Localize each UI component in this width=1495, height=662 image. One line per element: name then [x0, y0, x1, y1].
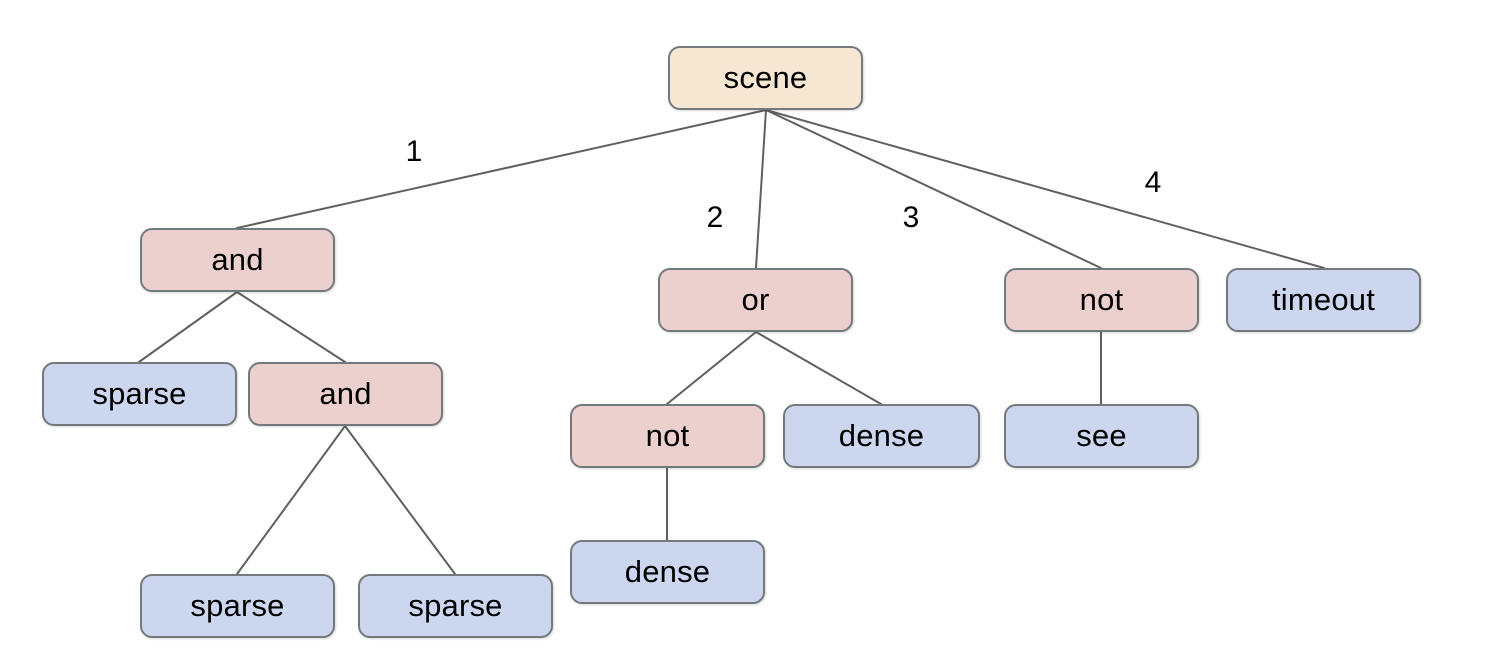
- tree-edge-scene-not1: [765, 109, 1102, 269]
- tree-node-not1[interactable]: not: [1004, 268, 1199, 332]
- tree-node-label: or: [741, 281, 770, 317]
- tree-node-dense1[interactable]: dense: [783, 404, 980, 468]
- tree-node-label: not: [645, 417, 690, 453]
- tree-edge-and2-sparse2: [236, 425, 346, 575]
- tree-node-see[interactable]: see: [1004, 404, 1199, 468]
- tree-edge-scene-timeout: [765, 109, 1325, 269]
- tree-edge-and1-sparse1: [138, 291, 238, 363]
- tree-node-or1[interactable]: or: [658, 268, 853, 332]
- tree-node-sparse3[interactable]: sparse: [358, 574, 553, 638]
- edge-label-4: 4: [1144, 166, 1162, 199]
- tree-node-label: sparse: [408, 587, 503, 623]
- tree-node-label: and: [319, 375, 372, 411]
- tree-edge-and1-and2: [236, 291, 346, 363]
- tree-edge-scene-and1: [236, 109, 767, 229]
- tree-edge-or1-not2: [666, 331, 757, 405]
- tree-node-label: sparse: [190, 587, 285, 623]
- tree-node-sparse2[interactable]: sparse: [140, 574, 335, 638]
- tree-node-and1[interactable]: and: [140, 228, 335, 292]
- edge-label-2: 2: [706, 201, 724, 234]
- tree-node-and2[interactable]: and: [248, 362, 443, 426]
- tree-node-label: dense: [838, 417, 925, 453]
- tree-node-label: scene: [723, 59, 808, 95]
- tree-node-timeout[interactable]: timeout: [1226, 268, 1421, 332]
- tree-edge-or1-dense1: [755, 331, 882, 405]
- tree-node-label: dense: [624, 553, 711, 589]
- tree-node-label: and: [211, 241, 264, 277]
- tree-node-dense2[interactable]: dense: [570, 540, 765, 604]
- tree-node-sparse1[interactable]: sparse: [42, 362, 237, 426]
- tree-node-label: see: [1076, 417, 1127, 453]
- tree-edge-and2-sparse3: [344, 425, 456, 575]
- tree-node-not2[interactable]: not: [570, 404, 765, 468]
- edge-label-1: 1: [405, 135, 423, 168]
- tree-node-label: not: [1079, 281, 1124, 317]
- tree-node-label: sparse: [92, 375, 187, 411]
- tree-edge-scene-or1: [755, 109, 767, 269]
- tree-node-scene[interactable]: scene: [668, 46, 863, 110]
- edge-label-3: 3: [902, 201, 920, 234]
- tree-node-label: timeout: [1271, 281, 1376, 317]
